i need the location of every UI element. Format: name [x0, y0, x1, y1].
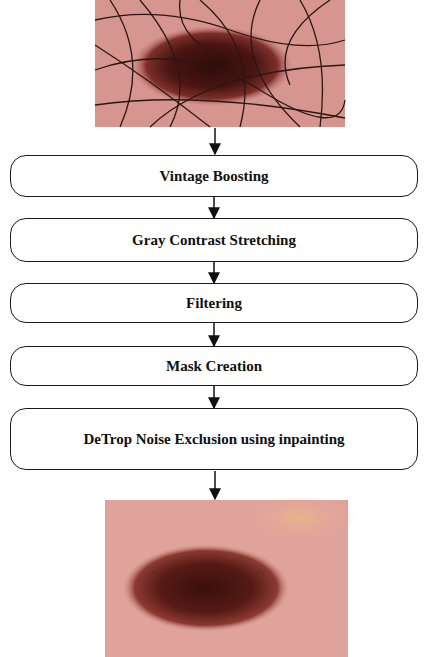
- process-box: Gray Contrast Stretching: [10, 218, 418, 262]
- flow-arrow: [213, 323, 215, 346]
- flow-arrow: [213, 386, 215, 408]
- process-box: Filtering: [10, 283, 418, 323]
- flow-arrow: [214, 128, 216, 154]
- box-label: Filtering: [186, 294, 242, 313]
- box-label: Gray Contrast Stretching: [132, 231, 296, 250]
- box-label: DeTrop Noise Exclusion using inpainting: [83, 430, 344, 449]
- flow-arrow: [213, 262, 215, 283]
- box-label: Mask Creation: [166, 357, 262, 376]
- process-box: Vintage Boosting: [10, 155, 418, 197]
- box-label: Vintage Boosting: [159, 167, 268, 186]
- process-box: DeTrop Noise Exclusion using inpainting: [10, 408, 418, 470]
- output-photo: [105, 496, 355, 657]
- flow-arrow: [214, 471, 216, 499]
- process-box: Mask Creation: [10, 346, 418, 386]
- flow-arrow: [213, 197, 215, 218]
- input-photo: [95, 0, 345, 127]
